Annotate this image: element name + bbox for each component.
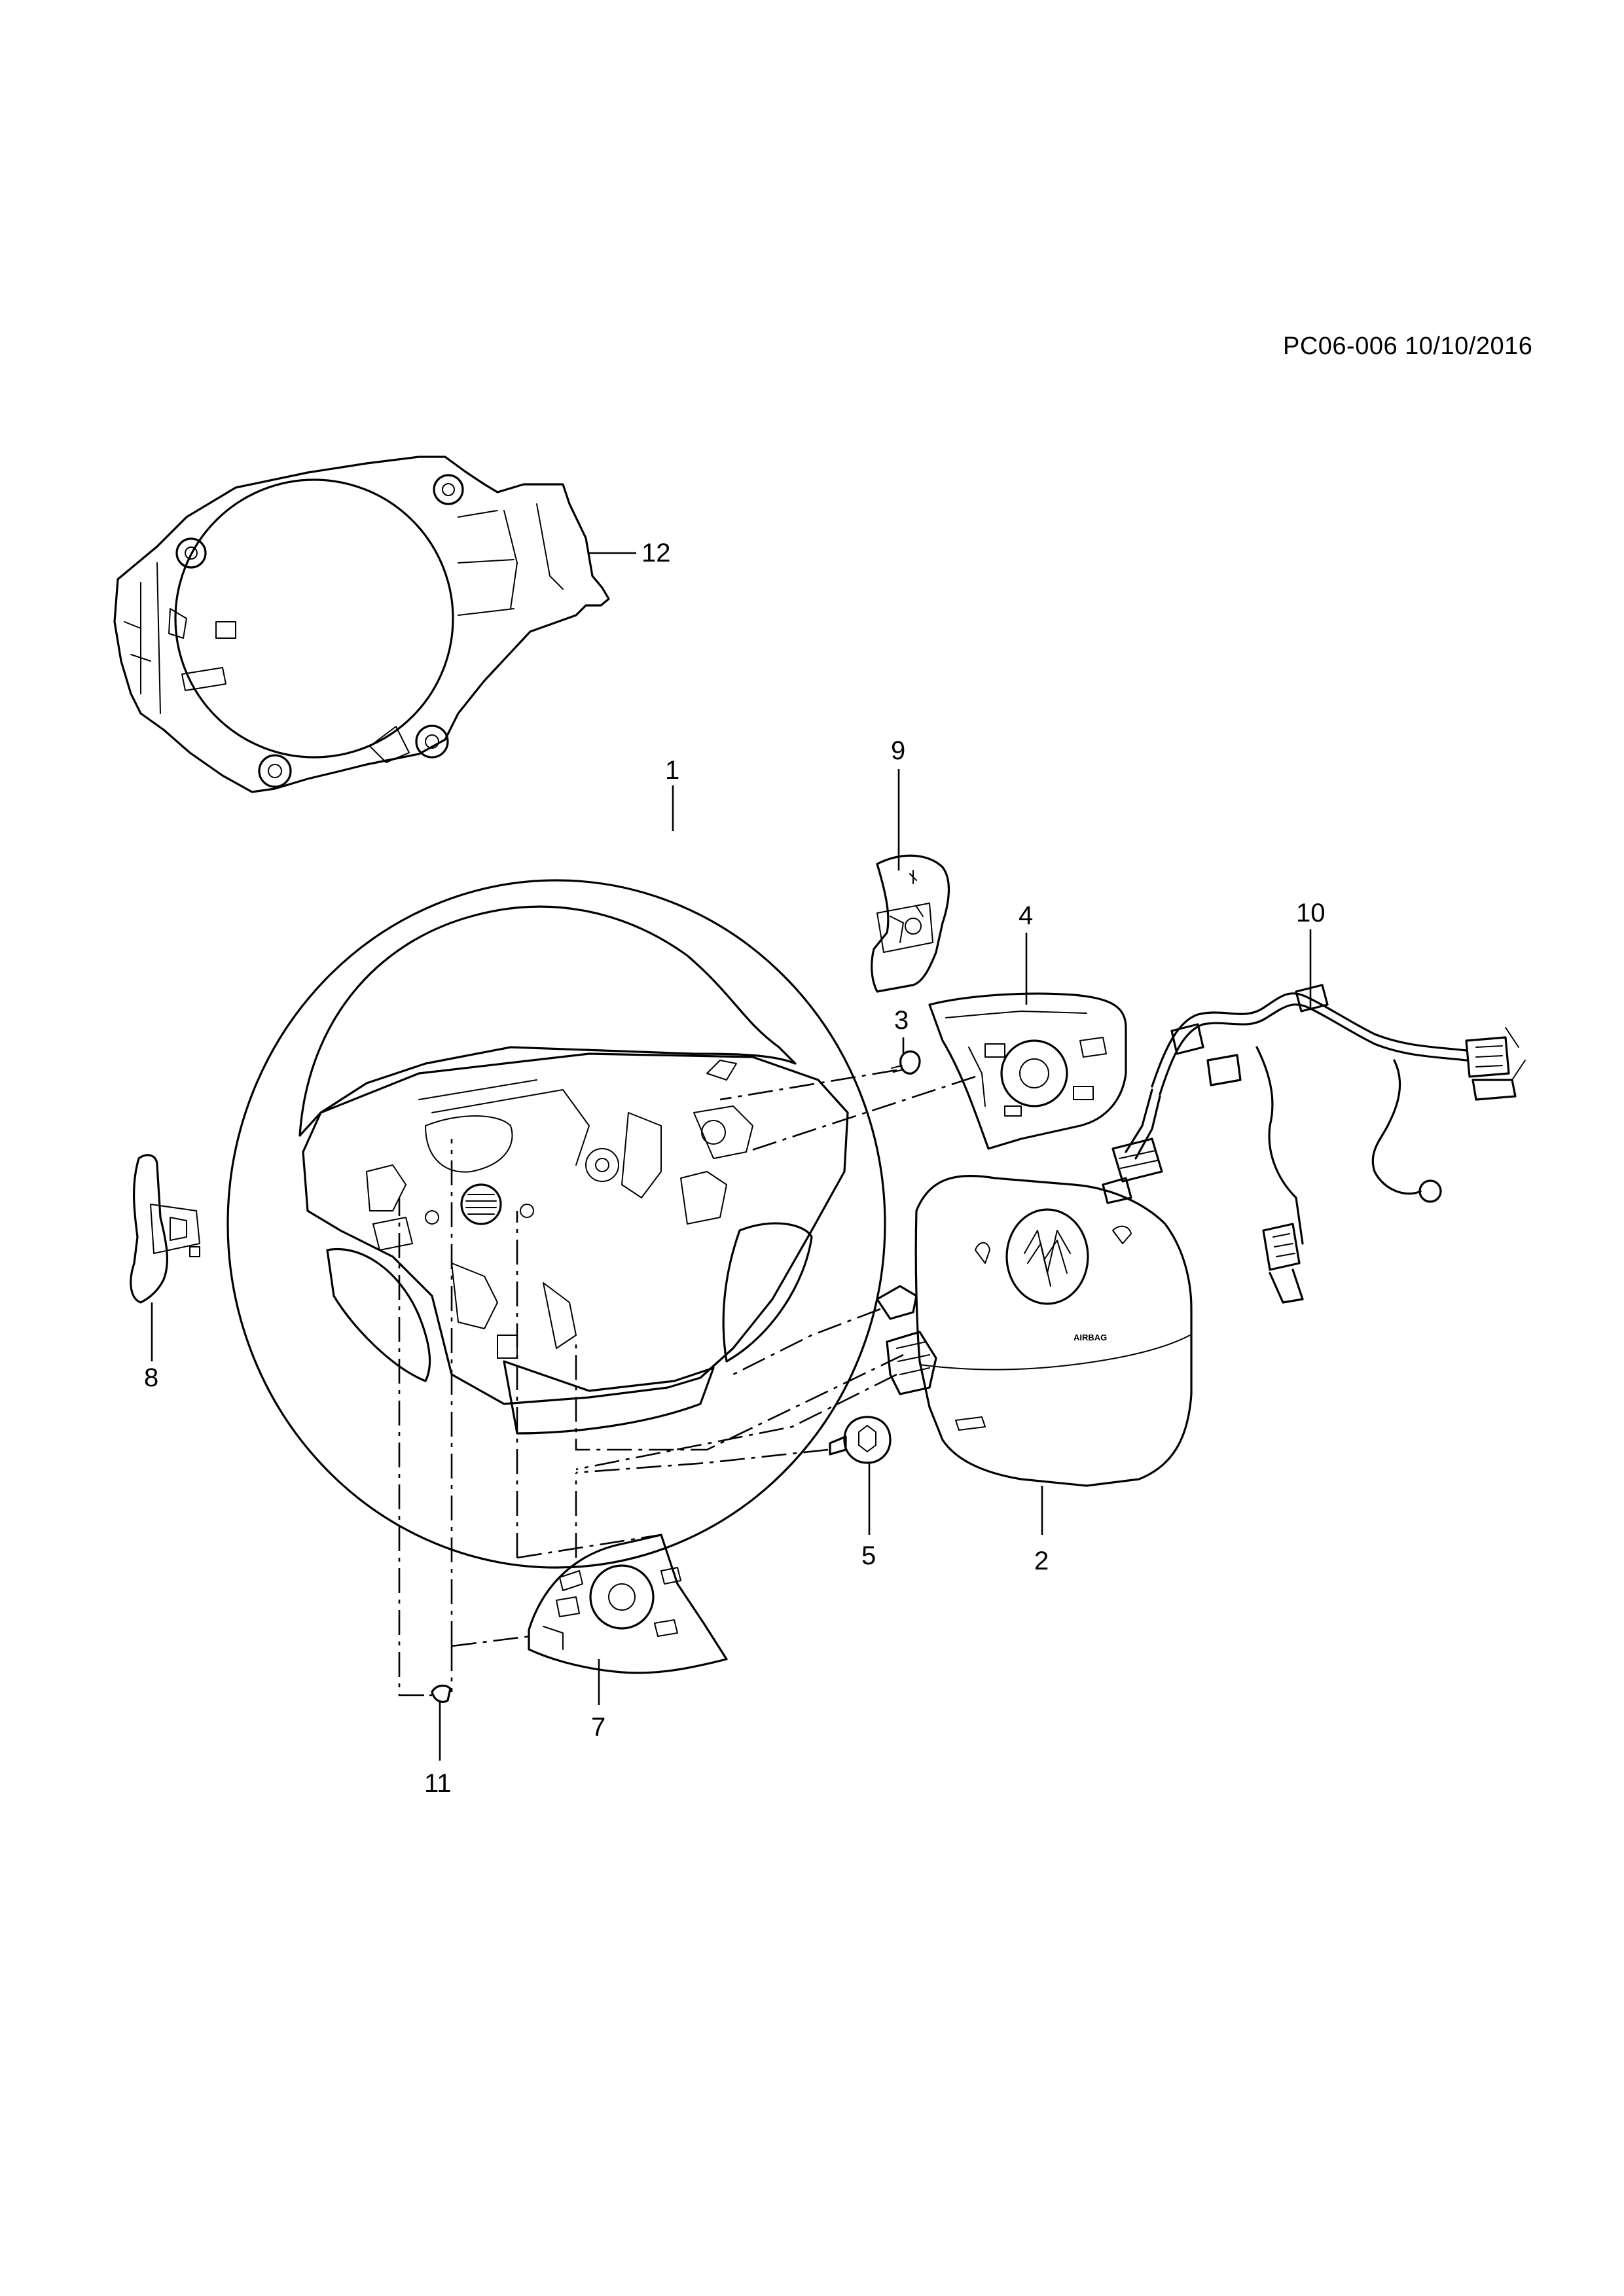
callout-1: 1 xyxy=(665,756,679,785)
callout-12: 12 xyxy=(641,539,671,567)
callout-7: 7 xyxy=(591,1713,605,1742)
part-1-steering-wheel xyxy=(226,879,886,1569)
callout-5: 5 xyxy=(861,1541,876,1570)
sheet-id: PC06-006 10/10/2016 xyxy=(1283,332,1533,360)
airbag-label: AIRBAG xyxy=(1074,1333,1107,1342)
part-2-airbag-module: AIRBAG xyxy=(876,1174,1193,1487)
leader-lines xyxy=(151,552,1312,1761)
part-11-clip xyxy=(431,1684,452,1703)
callout-numbers: 12 1 9 4 10 3 8 5 2 7 11 xyxy=(144,539,1326,1798)
part-3-screw xyxy=(891,1050,921,1075)
part-5-bolt xyxy=(829,1416,892,1464)
callout-9: 9 xyxy=(891,736,905,765)
part-9-paddle-plus xyxy=(871,854,950,993)
callout-3: 3 xyxy=(894,1006,909,1035)
callout-11: 11 xyxy=(424,1769,452,1798)
part-8-paddle-minus xyxy=(130,1154,200,1304)
part-4-right-switch xyxy=(928,992,1127,1150)
part-12-column-cover xyxy=(113,456,610,793)
callout-8: 8 xyxy=(144,1363,158,1392)
part-7-left-switch xyxy=(528,1534,728,1674)
assembly-lines xyxy=(398,1069,976,1696)
callout-4: 4 xyxy=(1019,901,1033,930)
callout-2: 2 xyxy=(1034,1547,1049,1575)
callout-10: 10 xyxy=(1296,899,1326,927)
part-10-wiring-harness xyxy=(1102,984,1526,1304)
